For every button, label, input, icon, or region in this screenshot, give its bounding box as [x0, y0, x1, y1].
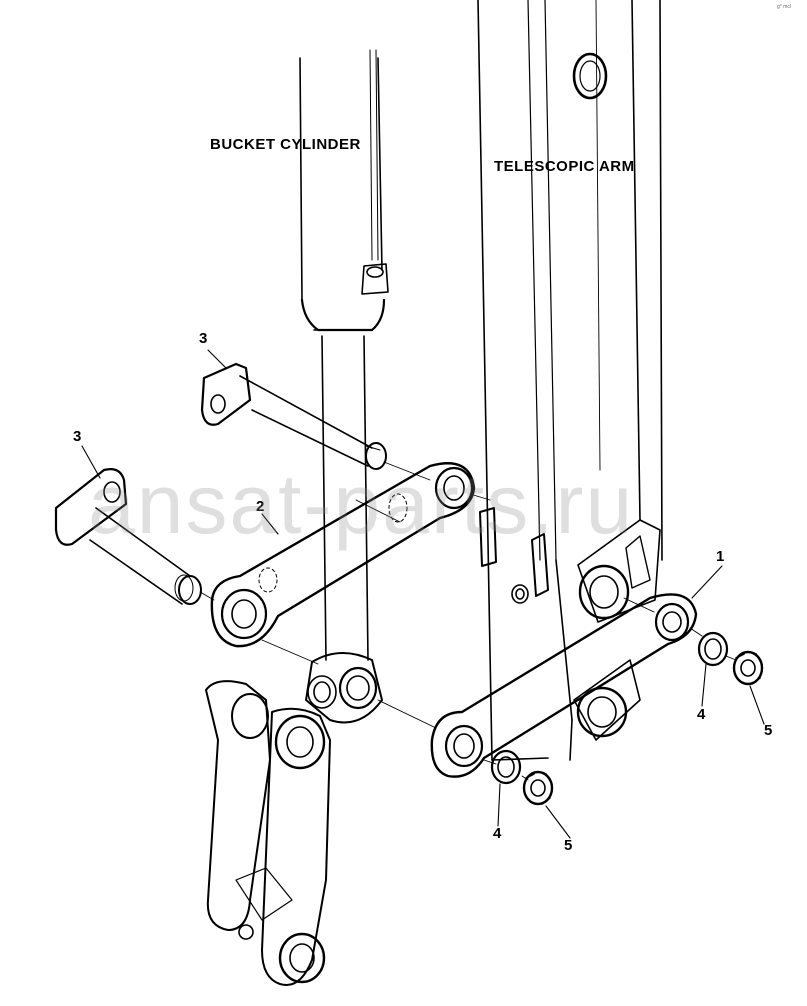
bucket-cylinder-label: BUCKET CYLINDER [210, 136, 361, 153]
callout-4-washer-right: 4 [697, 706, 706, 723]
callout-4-washer-left: 4 [493, 825, 502, 842]
alignment-lines [199, 461, 737, 781]
pin-upper [200, 362, 387, 470]
rocker-link [210, 462, 476, 648]
leader-lines [81, 349, 765, 839]
callout-3-pin-lower: 3 [73, 428, 82, 445]
telescopic-arm-label: TELESCOPIC ARM [494, 158, 635, 175]
callout-5-nut-right: 5 [764, 722, 773, 739]
callout-1-link: 1 [716, 548, 725, 565]
bucket-cylinder [299, 49, 389, 724]
callout-2-rocker: 2 [256, 498, 265, 515]
link-plate [430, 593, 698, 778]
telescopic-arm [477, 0, 663, 761]
washer-right [697, 631, 729, 667]
pin-lower [54, 468, 202, 605]
nut-left [522, 770, 554, 806]
washer-left [490, 749, 522, 785]
callout-5-nut-left: 5 [564, 837, 573, 854]
nut-right [732, 650, 764, 686]
corner-mark: g° mcl [777, 4, 791, 10]
lower-linkage [205, 680, 331, 986]
watermark: ansat-parts.ru [88, 457, 635, 551]
callout-3-pin-upper: 3 [199, 330, 208, 347]
